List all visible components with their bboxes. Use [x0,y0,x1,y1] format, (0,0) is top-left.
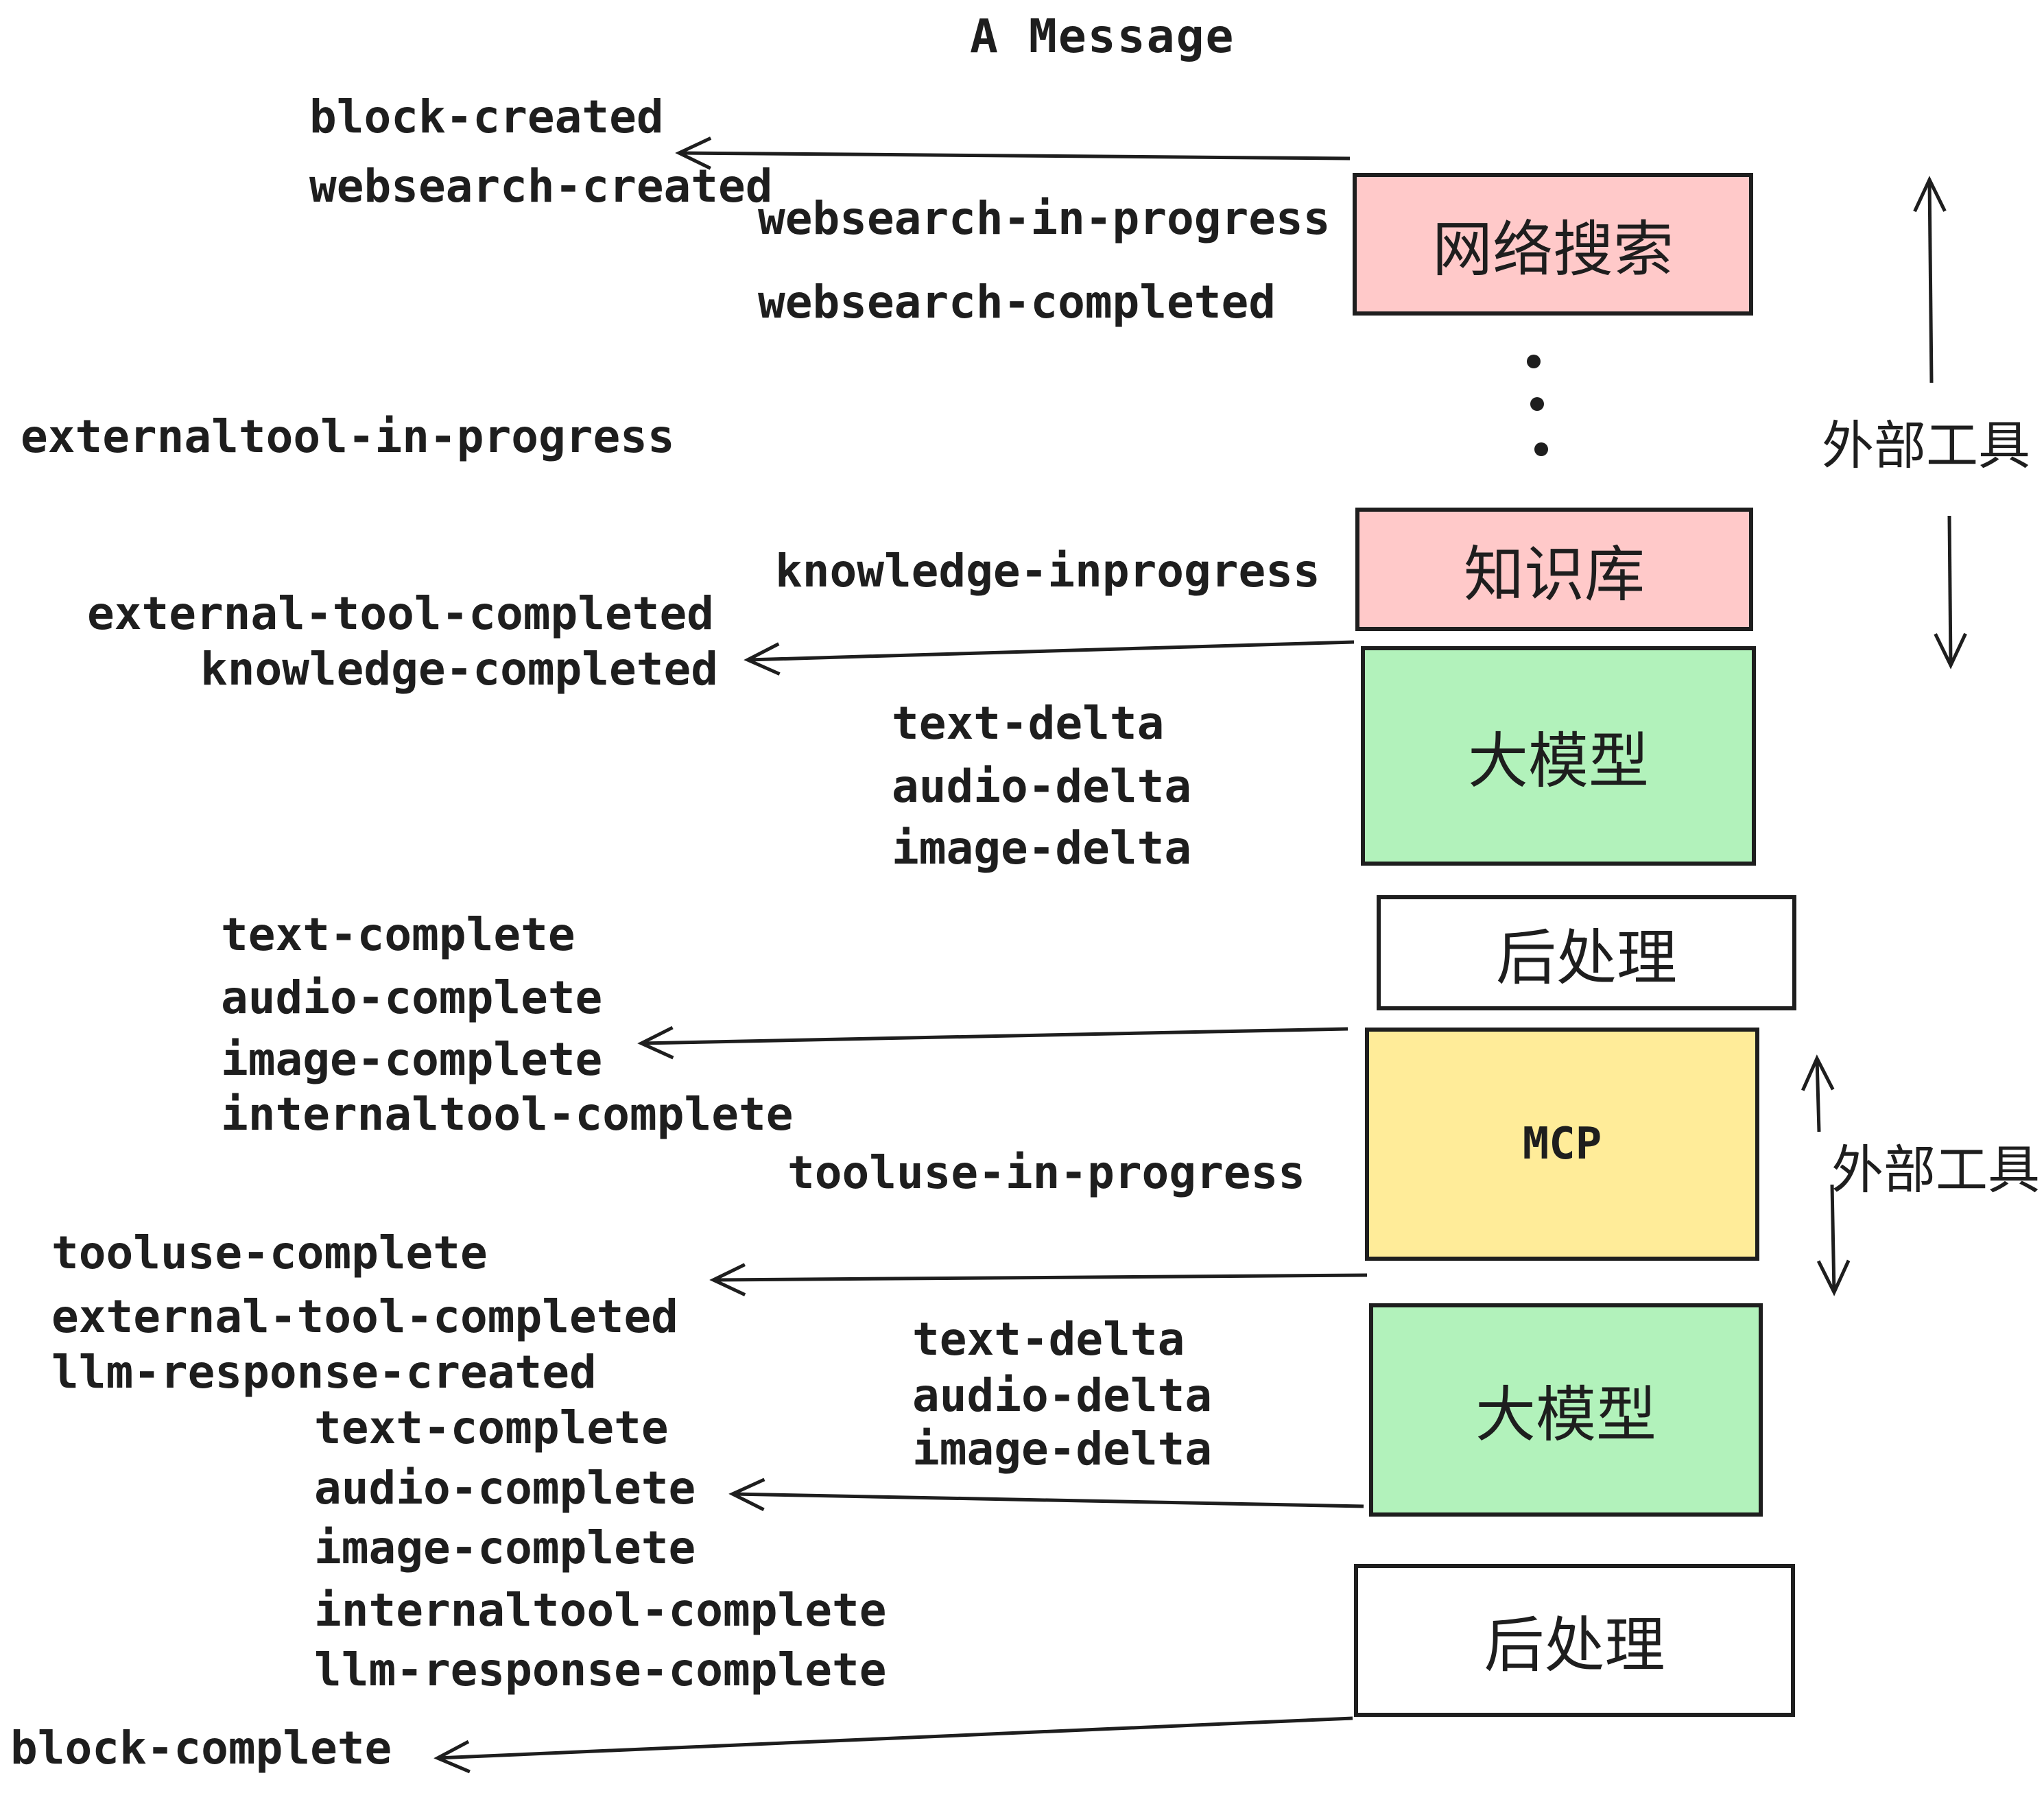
event-image-complete-2: image-complete [314,1521,696,1574]
box-mcp: MCP [1365,1028,1759,1261]
box-knowledge: 知识库 [1355,508,1753,631]
event-knowledge-inprogress: knowledge-inprogress [775,545,1320,597]
event-block-complete: block-complete [10,1722,392,1775]
arrow-block-created [675,137,1351,170]
box-mcp-label: MCP [1522,1119,1602,1170]
side-label-external-tools-1: 外部工具 [1822,417,2030,475]
box-llm-2-label: 大模型 [1475,1381,1656,1449]
event-internaltool-complete-2: internaltool-complete [314,1584,887,1637]
box-websearch: 网络搜索 [1353,173,1753,316]
event-llm-response-complete: llm-response-complete [314,1643,887,1696]
event-image-complete-1: image-complete [221,1033,603,1086]
event-text-complete-2: text-complete [314,1401,669,1454]
event-image-delta-2: image-delta [912,1423,1213,1475]
arrow-image-complete [637,1025,1348,1060]
event-text-delta-2: text-delta [912,1313,1185,1366]
event-audio-complete-1: audio-complete [221,971,603,1024]
event-text-delta-1: text-delta [892,697,1165,750]
box-postproc-1: 后处理 [1377,895,1796,1010]
event-websearch-completed: websearch-completed [758,276,1276,329]
event-externaltool-in-progress: externaltool-in-progress [21,410,675,463]
event-audio-delta-2: audio-delta [912,1369,1213,1422]
box-llm-1-label: 大模型 [1467,726,1649,795]
arrow-knowledge-completed [744,640,1355,676]
box-postproc-2-label: 后处理 [1484,1611,1665,1679]
ellipsis-dots-icon [1527,355,1548,456]
arrow-external-tools-1-down [1934,515,1967,669]
box-llm-2: 大模型 [1369,1303,1763,1517]
arrow-audio-complete [728,1477,1364,1512]
side-label-external-tools-2: 外部工具 [1831,1141,2040,1200]
event-audio-delta-1: audio-delta [892,760,1192,813]
event-block-created: block-created [309,91,664,143]
event-knowledge-completed: knowledge-completed [200,643,718,696]
event-websearch-in-progress: websearch-in-progress [758,192,1331,245]
arrow-block-complete [433,1716,1353,1774]
event-tooluse-complete: tooluse-complete [51,1226,488,1279]
event-llm-response-created: llm-response-created [51,1346,597,1399]
event-image-delta-1: image-delta [892,822,1192,875]
arrow-external-tools-2-up [1801,1054,1835,1132]
box-knowledge-label: 知识库 [1463,540,1645,608]
event-internaltool-complete-1: internaltool-complete [221,1088,794,1141]
event-external-tool-completed: external-tool-completed [87,587,714,640]
event-audio-complete-2: audio-complete [314,1462,696,1515]
box-websearch-label: 网络搜索 [1431,215,1674,283]
box-postproc-2: 后处理 [1354,1564,1795,1717]
arrow-tooluse-complete [709,1263,1368,1296]
arrow-external-tools-1-up [1913,176,1947,383]
event-websearch-created: websearch-created [309,160,773,213]
event-external-tool-completed-2: external-tool-completed [51,1290,678,1343]
event-text-complete-1: text-complete [221,908,575,961]
box-llm-1: 大模型 [1361,646,1756,866]
box-postproc-1-label: 后处理 [1495,923,1677,992]
diagram-title: A Message [970,10,1235,64]
event-tooluse-in-progress: tooluse-in-progress [787,1146,1305,1199]
